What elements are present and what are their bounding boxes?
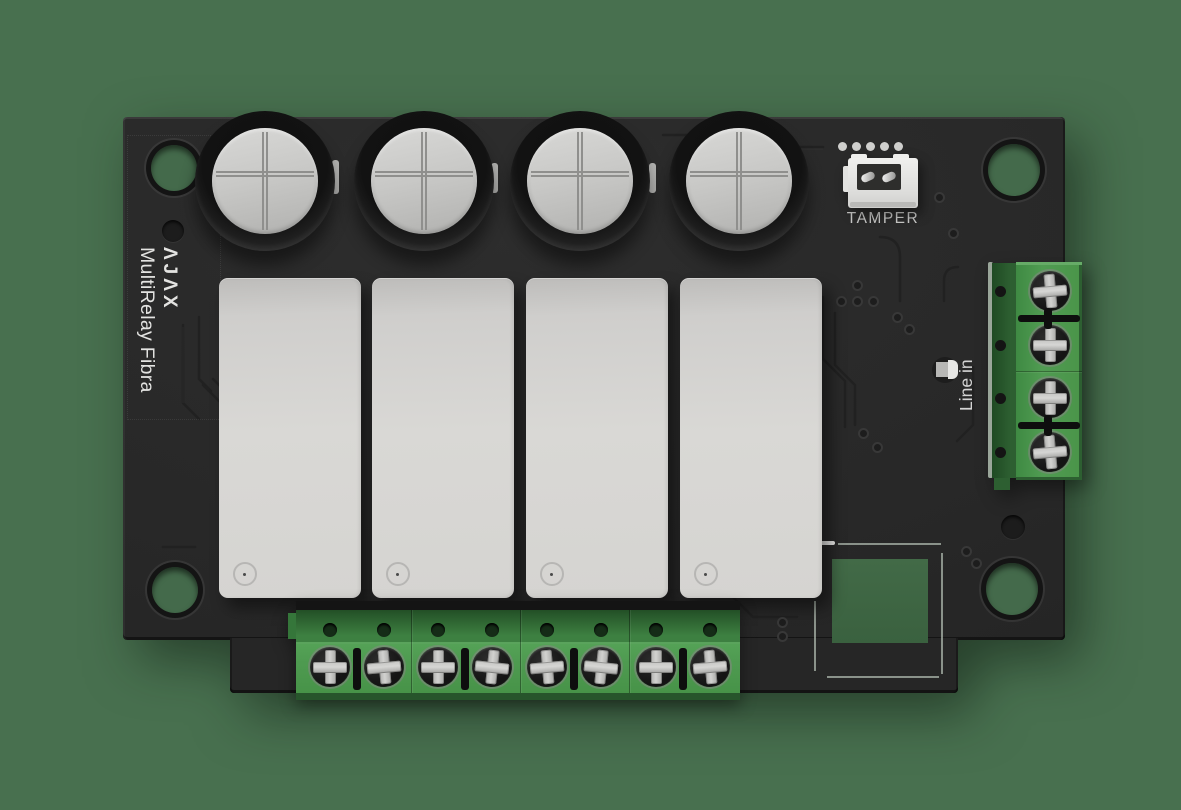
pad-dot <box>852 142 861 151</box>
smd-component <box>332 160 339 194</box>
solder-pad <box>836 296 847 307</box>
mounting-hole-bottom-left <box>152 567 198 613</box>
wire-entry-hole <box>540 623 554 637</box>
connector-pin <box>859 170 877 184</box>
wire-entry-hole <box>649 623 663 637</box>
model-name-text: MultiRelay Fibra <box>136 247 158 393</box>
line-in-label: Line in <box>956 359 976 411</box>
fibra-outline-right <box>941 553 943 674</box>
connector-pin <box>880 170 898 184</box>
mounting-hole-top-right <box>988 144 1040 196</box>
terminal-screw <box>418 647 458 687</box>
tamper-label: TAMPER <box>846 210 920 227</box>
terminal-bottom-edge <box>296 693 740 700</box>
terminal-seam <box>520 610 521 693</box>
solder-pad <box>961 546 972 557</box>
wire-entry-hole <box>995 340 1006 351</box>
solder-pad <box>852 280 863 291</box>
silkscreen-dash <box>820 541 835 545</box>
wire-entry-hole <box>995 393 1006 404</box>
terminal-side <box>992 263 1018 478</box>
terminal-seam <box>1016 371 1082 372</box>
capacitor-1 <box>195 111 335 251</box>
terminal-divider <box>1044 415 1052 436</box>
fibra-outline-top <box>838 543 941 545</box>
capacitor-vent-top <box>371 128 477 234</box>
solder-pad <box>777 631 788 642</box>
wire-entry-hole <box>995 447 1006 458</box>
terminal-seam <box>629 610 630 693</box>
tamper-connector <box>843 154 921 210</box>
terminal-wire-strip <box>296 610 740 642</box>
wire-entry-hole <box>594 623 608 637</box>
connector-socket <box>857 164 901 190</box>
connector-ear <box>843 166 851 192</box>
led-lens <box>948 360 958 379</box>
solder-pad <box>904 324 915 335</box>
solder-pad <box>868 296 879 307</box>
terminal-divider <box>679 648 687 690</box>
wire-entry-hole <box>431 623 445 637</box>
capacitor-2 <box>354 111 494 251</box>
terminal-screw <box>310 647 350 687</box>
relay-dimple <box>386 562 410 586</box>
led-chip <box>936 362 949 377</box>
relay-dimple <box>233 562 257 586</box>
terminal-screw <box>1030 325 1070 365</box>
mounting-hole-top-left <box>151 145 197 191</box>
solder-pad <box>892 312 903 323</box>
wire-entry-hole <box>323 623 337 637</box>
relay-3 <box>526 278 668 598</box>
wire-entry-hole <box>703 623 717 637</box>
brand-logo-text: ΛJΛX <box>159 247 180 312</box>
pad-dot <box>838 142 847 151</box>
solder-pad <box>948 228 959 239</box>
pad-dot <box>880 142 889 151</box>
capacitor-vent-top <box>527 128 633 234</box>
relay-dimple <box>540 562 564 586</box>
solder-pad <box>858 428 869 439</box>
terminal-divider <box>570 648 578 690</box>
relay-4 <box>680 278 822 598</box>
terminal-screw <box>636 647 676 687</box>
terminal-divider <box>1044 308 1052 329</box>
solder-pad <box>971 558 982 569</box>
pad-dot <box>866 142 875 151</box>
output-terminal <box>288 601 744 700</box>
smd-component <box>649 163 656 193</box>
recessed-circle-bottom-right <box>1001 515 1025 539</box>
relay-1 <box>219 278 361 598</box>
led-component <box>932 357 958 383</box>
wire-entry-hole <box>377 623 391 637</box>
recessed-circle-top-left <box>162 220 184 242</box>
capacitor-4 <box>669 111 809 251</box>
solder-pad <box>777 617 788 628</box>
terminal-divider <box>461 648 469 690</box>
connector-lip <box>850 202 916 207</box>
capacitor-vent-top <box>686 128 792 234</box>
smd-component <box>491 163 498 193</box>
terminal-screw <box>1030 378 1070 418</box>
terminal-edge <box>988 262 993 478</box>
line-in-terminal <box>988 262 1082 492</box>
fibra-outline-left <box>814 601 816 671</box>
solder-pad <box>852 296 863 307</box>
brand-logo: ΛJΛX MultiRelay Fibra <box>134 247 180 437</box>
wire-entry-hole <box>995 286 1006 297</box>
terminal-seam <box>411 610 412 693</box>
relay-dimple <box>694 562 718 586</box>
mounting-hole-bottom-right <box>986 563 1038 615</box>
terminal-divider <box>353 648 361 690</box>
fibra-outline-bottom <box>827 676 939 678</box>
fibra-contact-pad <box>832 559 928 643</box>
solder-pad <box>934 192 945 203</box>
terminal-foot <box>994 478 1010 490</box>
capacitor-vent-top <box>212 128 318 234</box>
wire-entry-hole <box>485 623 499 637</box>
silkscreen-keepout-zone <box>127 135 221 420</box>
capacitor-3 <box>510 111 650 251</box>
solder-pad <box>872 442 883 453</box>
pad-dot <box>894 142 903 151</box>
relay-2 <box>372 278 514 598</box>
